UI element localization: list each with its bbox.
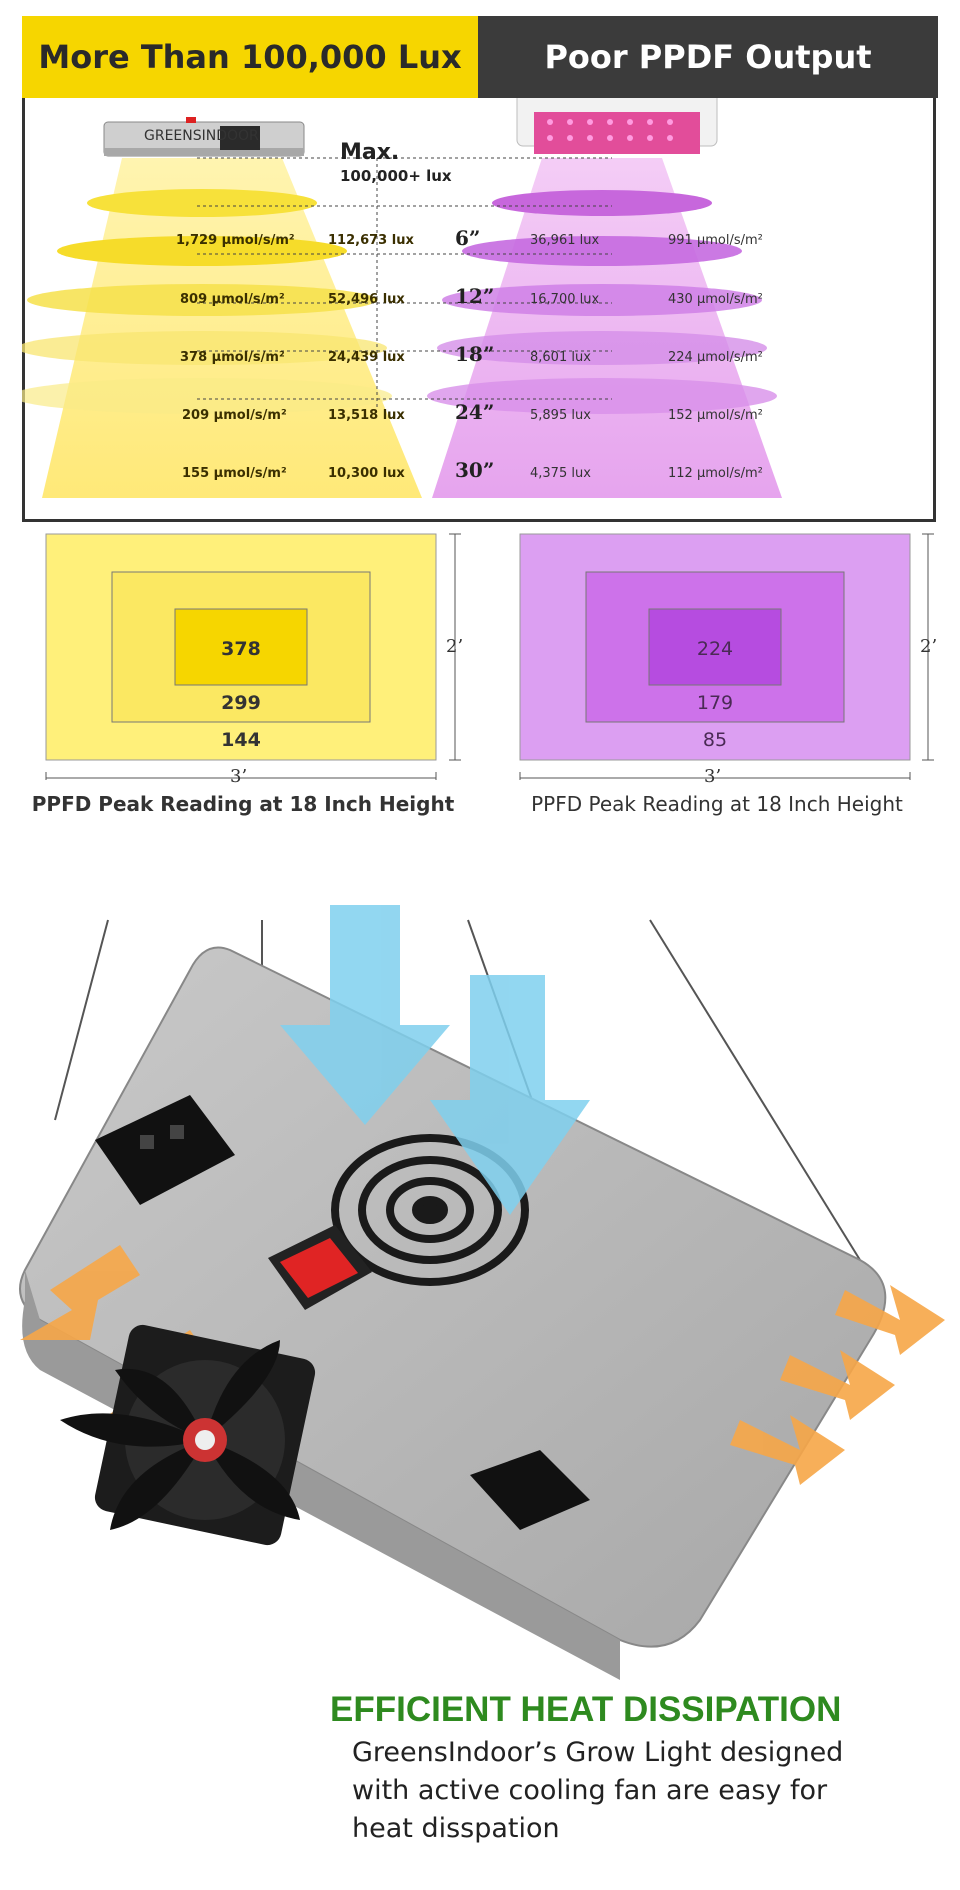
left-lux-24: 13,518 lux: [328, 408, 405, 423]
light-spread-illustration: [22, 98, 782, 498]
left-ppfd-caption: PPFD Peak Reading at 18 Inch Height: [31, 792, 455, 816]
right-center-zone: [648, 608, 782, 686]
left-lux-30: 10,300 lux: [328, 466, 405, 481]
ppfd-footprint-diagrams: [45, 533, 934, 780]
right-ppfd-outer-value: 85: [702, 729, 728, 751]
heat-description-line-2: with active cooling fan are easy for: [352, 1775, 828, 1806]
height-6: 6”: [455, 226, 481, 250]
yellow-light-ellipses: [22, 189, 392, 414]
heat-description-line-3: heat disspation: [352, 1813, 560, 1844]
max-label: Max.: [340, 140, 400, 165]
right-ppfd-6: 991 µmol/s/m²: [668, 233, 763, 248]
height-18: 18”: [455, 342, 495, 366]
purple-light-ellipses: [427, 190, 777, 414]
intake-airflow-arrows: [280, 905, 590, 1215]
heat-dissipation-title: EFFICIENT HEAT DISSIPATION: [330, 1690, 842, 1729]
left-ppfd-30: 155 µmol/s/m²: [182, 466, 287, 481]
header-left-title: More Than 100,000 Lux: [38, 38, 462, 76]
right-height-dimension: 2’: [920, 636, 938, 657]
left-lux-6: 112,673 lux: [328, 233, 414, 248]
heat-description-line-1: GreensIndoor’s Grow Light designed: [352, 1737, 844, 1768]
left-height-dimension: 2’: [446, 636, 464, 657]
left-ppfd-24: 209 µmol/s/m²: [182, 408, 287, 423]
right-lux-12: 16,700 lux: [530, 292, 600, 307]
comparison-panel-frame: [22, 98, 936, 522]
fan-grill: [331, 1134, 529, 1286]
left-ppfd-outer-value: 144: [221, 729, 261, 751]
power-outlet: [95, 1095, 235, 1205]
product-heat-illustration: [19, 905, 945, 1680]
max-lux-label: 100,000+ lux: [340, 167, 452, 185]
left-ppfd-middle-value: 299: [221, 692, 261, 714]
left-ppfd-18: 378 µmol/s/m²: [180, 350, 285, 365]
greensindoor-lamp: [103, 117, 305, 157]
right-ppfd-middle-value: 179: [696, 692, 734, 714]
right-ppfd-18: 224 µmol/s/m²: [668, 350, 763, 365]
header-right-banner: Poor PPDF Output: [478, 16, 938, 98]
right-ppfd-center-value: 224: [696, 638, 734, 660]
power-inlet: [470, 1450, 590, 1530]
header-right-title: Poor PPDF Output: [544, 38, 872, 76]
grow-light-housing: [19, 946, 887, 1680]
left-ppfd-12: 809 µmol/s/m²: [180, 292, 285, 307]
left-ppfd-center-value: 378: [221, 638, 261, 660]
right-ppfd-30: 112 µmol/s/m²: [668, 466, 763, 481]
right-width-dimension: 3’: [704, 766, 722, 787]
height-12: 12”: [455, 284, 495, 308]
left-center-zone: [174, 608, 308, 686]
red-rocker-switch[interactable]: [268, 1225, 372, 1310]
left-ppfd-6: 1,729 µmol/s/m²: [176, 233, 295, 248]
right-lux-30: 4,375 lux: [530, 466, 591, 481]
left-lux-12: 52,496 lux: [328, 292, 405, 307]
right-ppfd-caption: PPFD Peak Reading at 18 Inch Height: [531, 792, 903, 816]
height-30: 30”: [455, 458, 495, 482]
height-24: 24”: [455, 400, 495, 424]
right-ppfd-12: 430 µmol/s/m²: [668, 292, 763, 307]
right-ppfd-24: 152 µmol/s/m²: [668, 408, 763, 423]
brand-label: GREENSINDOOR: [144, 128, 259, 144]
left-lux-18: 24,439 lux: [328, 350, 405, 365]
right-lux-6: 36,961 lux: [530, 233, 600, 248]
competitor-lamp: [516, 98, 718, 154]
header-left-banner: More Than 100,000 Lux: [22, 16, 478, 98]
left-width-dimension: 3’: [230, 766, 248, 787]
right-lux-24: 5,895 lux: [530, 408, 591, 423]
right-lux-18: 8,601 lux: [530, 350, 591, 365]
cooling-fan: [60, 1324, 316, 1546]
